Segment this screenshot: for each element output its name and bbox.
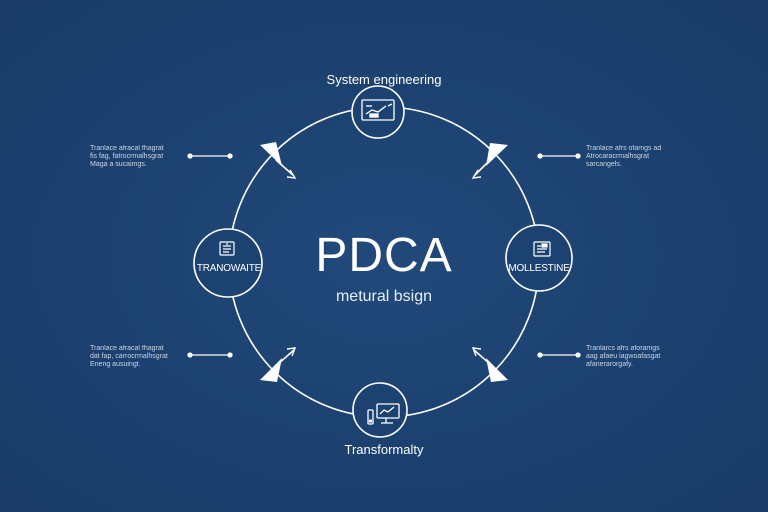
side-note-line: sarcangels.	[586, 161, 622, 168]
node-bottom-circle	[352, 382, 408, 438]
side-note-line: dat fap, carrocrmalhsgrat	[90, 353, 168, 360]
node-left-circle	[193, 228, 263, 298]
node-right-circle	[505, 224, 573, 292]
side-note-bottom-right: Tranlarcs afrs aforamgs aag afaeu iagwoa…	[586, 345, 686, 369]
node-left-label: TRANOWAITE	[196, 263, 262, 274]
side-note-line: afanerarorgafy.	[586, 361, 633, 368]
side-note-line: Atrocaracrmalhsgrat	[586, 153, 650, 160]
side-note-line: Maga a sucaimgs.	[90, 161, 147, 168]
side-note-line: aag afaeu iagwoafasgat	[586, 353, 661, 360]
cycle-arrow-top-right	[471, 143, 508, 179]
side-note-top-left: Tranlace afracal fhagrat fis fag, fatroc…	[90, 145, 190, 169]
cycle-arrow-bottom-left	[260, 347, 297, 382]
checklist-icon	[219, 241, 235, 256]
connector-top-right	[537, 153, 581, 159]
center-title: PDCA	[315, 229, 453, 282]
side-note-line: Tranlace afracal fhagrat	[90, 345, 164, 352]
side-note-line: Eneng ausuingt.	[90, 361, 141, 368]
node-top-label: System engineering	[326, 72, 442, 87]
cycle-arrow-top-left	[260, 142, 297, 179]
side-note-bottom-left: Tranlace afracal fhagrat dat fap, carroc…	[90, 345, 190, 369]
node-bottom-label: Transformalty	[344, 442, 424, 457]
side-note-line: Tranlarcs afrs aforamgs	[586, 345, 660, 352]
side-note-line: Tranlace afracal fhagrat	[90, 145, 164, 152]
side-note-line: Tranlace afrs ofamgs ad	[586, 145, 662, 152]
connector-bottom-left	[187, 352, 233, 358]
center-subtitle: metural bsign	[335, 288, 433, 305]
connector-bottom-right	[537, 352, 581, 358]
computer-workstation-icon	[367, 403, 400, 425]
connector-top-left	[187, 153, 233, 159]
document-icon	[533, 241, 551, 257]
cycle-arrow-bottom-right	[471, 347, 508, 382]
monitor-chart-icon	[361, 99, 395, 121]
side-note-top-right: Tranlace afrs ofamgs ad Atrocaracrmalhsg…	[586, 145, 686, 169]
node-right-label: MOLLESTINE	[508, 263, 570, 274]
side-note-line: fis fag, fatrocrmalhsgrat	[90, 153, 164, 160]
